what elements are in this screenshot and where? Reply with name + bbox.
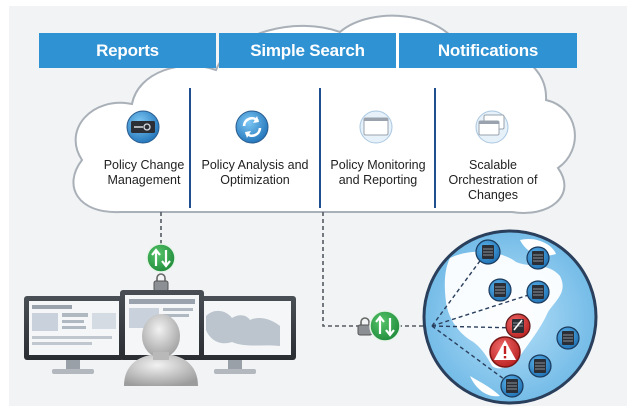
refresh-cycle-icon <box>235 110 269 144</box>
feature-divider <box>189 88 191 208</box>
monitor-right <box>196 296 296 374</box>
lock-icon <box>357 317 373 336</box>
lock-icon <box>153 273 169 292</box>
feature-policy-change-management: Policy Change Management <box>103 158 185 187</box>
tab-reports[interactable]: Reports <box>39 33 216 68</box>
feature-divider <box>319 88 321 208</box>
server-icon <box>526 246 550 270</box>
window-monitor-icon <box>359 110 393 144</box>
feature-divider <box>434 88 436 208</box>
monitor-left <box>24 296 124 374</box>
server-icon <box>488 278 512 302</box>
top-tab-bar: Reports Simple Search Notifications <box>39 33 577 68</box>
stacked-windows-icon <box>475 110 509 144</box>
server-icon <box>556 326 580 350</box>
compromised-server-icon <box>505 313 531 339</box>
feature-policy-monitoring-reporting: Policy Monitoring and Reporting <box>330 158 426 187</box>
tab-notifications[interactable]: Notifications <box>399 33 577 68</box>
server-icon <box>500 374 524 398</box>
user-avatar-icon <box>124 314 198 386</box>
sync-arrows-icon <box>369 310 401 342</box>
firewall-device-icon <box>126 110 160 144</box>
workstation-illustration <box>24 290 296 386</box>
feature-scalable-orchestration: Scalable Orchestration of Changes <box>448 158 538 202</box>
tab-simple-search[interactable]: Simple Search <box>219 33 396 68</box>
server-icon <box>526 280 550 304</box>
sync-arrows-icon <box>146 243 176 273</box>
server-icon <box>475 239 501 265</box>
connector-cloud-to-network <box>322 212 360 327</box>
server-icon <box>528 354 552 378</box>
warning-alert-icon <box>489 336 521 368</box>
feature-policy-analysis-optimization: Policy Analysis and Optimization <box>201 158 309 187</box>
server-nodes <box>475 239 580 398</box>
